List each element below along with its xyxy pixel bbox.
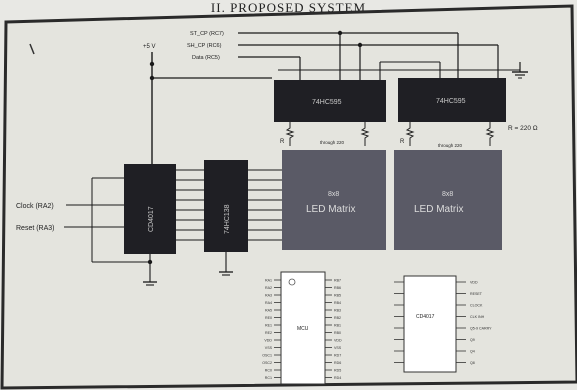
cd4017-left-pins bbox=[394, 281, 404, 363]
pin-label: CLOCK bbox=[470, 304, 483, 308]
led-matrix-left bbox=[282, 150, 386, 250]
pin-label: RD5 bbox=[334, 369, 341, 373]
pin-label: RB5 bbox=[334, 294, 341, 298]
pin-label: RB0 bbox=[334, 331, 341, 335]
pin-label: Q5-9 CARRY bbox=[470, 327, 492, 331]
pin-label: VDD bbox=[470, 281, 478, 285]
pin-label: RD7 bbox=[334, 354, 341, 358]
led-matrix-left-line2: LED Matrix bbox=[306, 204, 355, 215]
pin-label: VDD bbox=[334, 339, 342, 343]
cd4017-pinout-label: CD4017 bbox=[416, 314, 435, 320]
pin-label: CLK INH bbox=[470, 315, 485, 319]
pin-label: OSC1 bbox=[262, 354, 272, 358]
counter-decoder-bus bbox=[176, 169, 204, 241]
mcu-pin1-notch bbox=[288, 278, 296, 286]
data-label: Data (RC5) bbox=[192, 55, 220, 61]
counter-ground-junction bbox=[147, 259, 153, 265]
corner-mark bbox=[29, 43, 35, 55]
pin-label: RA5 bbox=[265, 309, 272, 313]
sh-cp-label: SH_CP (RC6) bbox=[187, 43, 222, 49]
resistor-tag-right: R bbox=[400, 139, 405, 145]
decoder-matrix-bus bbox=[248, 169, 282, 241]
pin-label: RC0 bbox=[265, 369, 272, 373]
led-matrix-right-line1: 8x8 bbox=[442, 191, 453, 198]
pin-label: RE1 bbox=[265, 324, 272, 328]
led-matrix-left-line1: 8x8 bbox=[328, 191, 339, 198]
mcu-pinout-label: MCU bbox=[297, 326, 309, 332]
pin-label: RD4 bbox=[334, 376, 341, 380]
resistor-value-label: R = 220 Ω bbox=[508, 125, 538, 132]
clock-input-label: Clock (RA2) bbox=[16, 203, 54, 210]
pin-label: Q9 bbox=[470, 338, 475, 342]
sh-cp-junction bbox=[357, 42, 363, 48]
pin-label: Q8 bbox=[470, 361, 475, 365]
resistor-note-left: through 220 bbox=[320, 140, 345, 145]
pin-label: RA3 bbox=[265, 294, 272, 298]
pin-label: RB7 bbox=[334, 279, 341, 283]
section-heading: II. PROPOSED SYSTEM bbox=[210, 0, 367, 15]
cd4017-pinout bbox=[403, 275, 457, 373]
pin-label: RC1 bbox=[265, 376, 272, 380]
supply-junction-2 bbox=[149, 75, 155, 81]
shift-register-left bbox=[274, 80, 386, 122]
supply-junction bbox=[149, 61, 155, 67]
shift-register-right-label: 74HC595 bbox=[436, 98, 466, 105]
led-matrix-right-line2: LED Matrix bbox=[414, 204, 463, 215]
pin-label: RB6 bbox=[334, 286, 341, 290]
resistor-row-left bbox=[285, 122, 370, 146]
shift-register-left-label: 74HC595 bbox=[312, 99, 342, 106]
pin-label: RE0 bbox=[265, 316, 272, 320]
decoder-ic bbox=[204, 160, 248, 252]
pin-label: RD6 bbox=[334, 361, 341, 365]
pin-label: RB2 bbox=[334, 316, 341, 320]
pin-label: RE2 bbox=[265, 331, 272, 335]
pin-label: VSS bbox=[334, 346, 342, 350]
decoder-ic-label: 74HC138 bbox=[224, 204, 231, 234]
pin-label: RB3 bbox=[334, 309, 341, 313]
supply-label: +5 V bbox=[143, 44, 156, 50]
counter-ic bbox=[124, 164, 176, 254]
pin-label: VDD bbox=[264, 339, 272, 343]
resistor-row-right bbox=[405, 122, 495, 146]
pin-label: RB1 bbox=[334, 324, 341, 328]
mcu-pinout bbox=[280, 271, 326, 385]
pin-label: RESET bbox=[470, 292, 483, 296]
pin-label: VSS bbox=[265, 346, 273, 350]
pin-label: Q4 bbox=[470, 350, 475, 354]
st-cp-junction bbox=[337, 30, 343, 36]
pin-label: OSC2 bbox=[262, 361, 272, 365]
pin-label: RA1 bbox=[265, 279, 272, 283]
shift-register-right bbox=[398, 78, 506, 122]
resistor-note-right: through 220 bbox=[438, 143, 463, 148]
pin-label: RB4 bbox=[334, 301, 341, 305]
reset-input-label: Reset (RA3) bbox=[16, 225, 55, 232]
st-cp-label: ST_CP (RC7) bbox=[190, 31, 224, 37]
resistor-tag-left: R bbox=[280, 139, 285, 145]
counter-ic-label: CD4017 bbox=[148, 206, 155, 232]
pin-label: RA4 bbox=[265, 301, 272, 305]
pin-label: RA2 bbox=[265, 286, 272, 290]
led-matrix-right bbox=[394, 150, 502, 250]
